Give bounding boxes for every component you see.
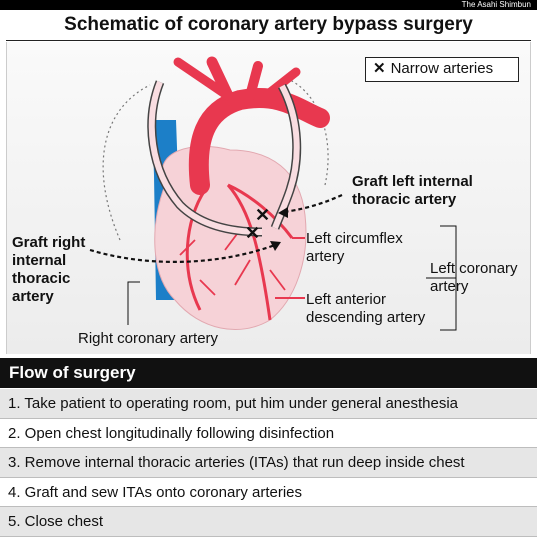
chest-outline [102,79,329,241]
left-circumflex-path [227,183,294,239]
publisher-credit: The Asahi Shimbun [461,0,531,9]
circumflex-label-1: Left circumflex [306,230,403,247]
top-bar: The Asahi Shimbun [0,0,537,10]
lad-label-1: Left anterior [306,291,387,308]
aortic-branch-4 [173,57,233,101]
diagram-title: Schematic of coronary artery bypass surg… [64,14,473,35]
right-coronary-leader [127,281,140,325]
flow-heading: Flow of surgery [0,358,537,388]
graft-left-label-2: thoracic artery [352,191,457,208]
heart-diagram: ✕ ✕ [89,56,457,331]
flow-step: 4. Graft and sew ITAs onto coronary arte… [0,477,537,508]
flow-step: 3. Remove internal thoracic arteries (IT… [0,448,537,478]
narrow-artery-marker: ✕ [255,205,270,225]
title-divider [6,40,531,41]
graft-right-label-4: artery [12,288,54,305]
lad-label-2: descending artery [306,309,426,326]
flow-step: 2. Open chest longitudinally following d… [0,418,537,449]
circumflex-label-2: artery [306,248,345,265]
aorta [188,88,330,195]
right-coronary-label: Right coronary artery [78,330,219,347]
flow-steps-list: 1. Take patient to operating room, put h… [0,389,537,537]
aortic-branch-2 [245,61,263,101]
graft-right-label-2: internal [12,252,67,269]
narrow-artery-marker: ✕ [245,223,260,243]
heart-body [154,145,307,331]
left-coronary-bracket [426,225,457,331]
aortic-branch-3 [263,67,301,99]
right-graft-arrow [89,243,276,263]
legend-label: Narrow arteries [390,60,494,77]
coronary-branches [179,229,286,296]
legend-box: ✕Narrow arteries [365,57,519,82]
flow-step: 1. Take patient to operating room, put h… [0,389,537,419]
left-coronary-label-1: Left coronary [430,260,518,277]
left-coronary-label-2: artery [430,278,469,295]
graft-right-label-1: Graft right [12,234,86,251]
graft-right-label-3: thoracic [12,270,71,287]
flow-step: 5. Close chest [0,507,537,537]
narrow-artery-legend-icon: ✕ [373,60,386,77]
graft-left-label-1: Graft left internal [352,173,473,190]
